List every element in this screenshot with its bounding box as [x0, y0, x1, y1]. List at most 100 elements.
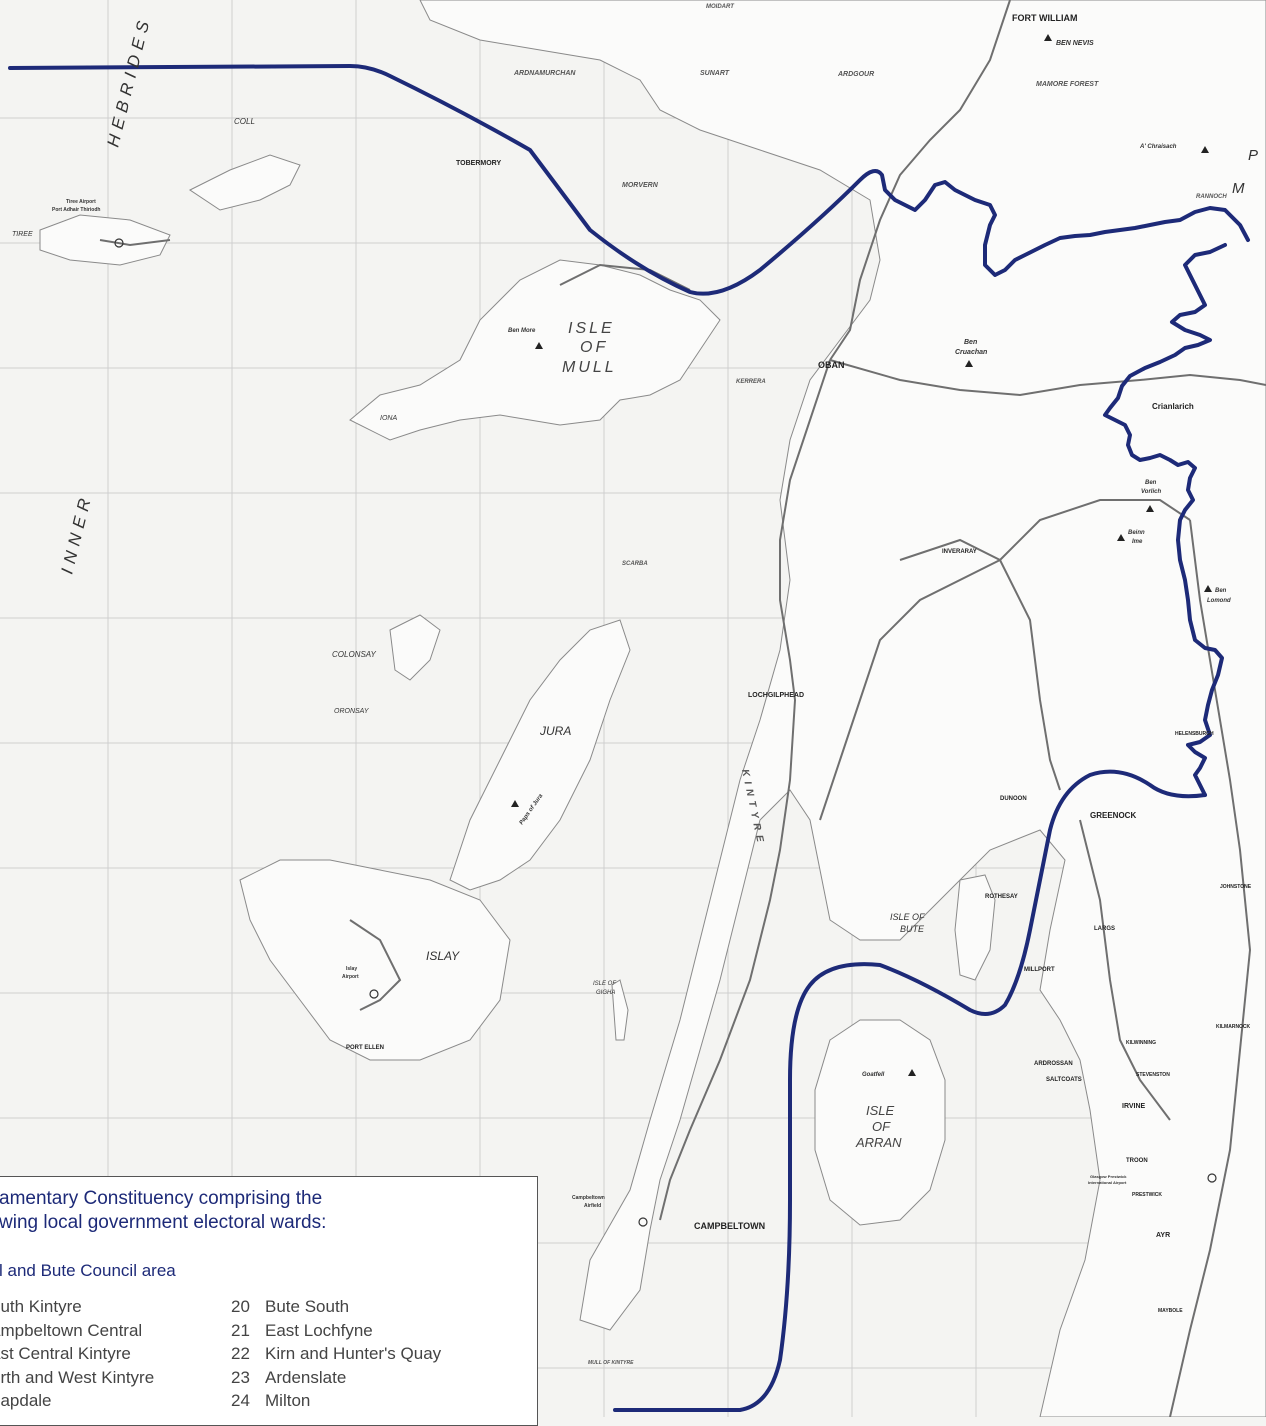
- airport-markers: [114, 238, 1217, 1227]
- legend-title-line-1: amentary Constituency comprising the: [0, 1188, 323, 1209]
- legend-box: amentary Constituency comprising the win…: [0, 1176, 538, 1426]
- island-label-mull-3: MULL: [562, 359, 617, 376]
- ward-number: 20: [231, 1297, 250, 1316]
- town-label-crianlarich: Crianlarich: [1152, 402, 1194, 411]
- airport-icon: [638, 1217, 648, 1227]
- legend-title-line-2: wing local government electoral wards:: [0, 1212, 327, 1233]
- land-masses: [39, 0, 1266, 1417]
- isle-of-jura: [449, 619, 631, 891]
- airport-label-campbeltown-2: Airfield: [584, 1203, 601, 1209]
- airport-label-islay-1: Islay: [346, 966, 357, 972]
- town-label-saltcoats: SALTCOATS: [1046, 1077, 1082, 1083]
- peak-icon: [1204, 585, 1212, 592]
- town-label-irvine: IRVINE: [1122, 1103, 1146, 1110]
- island-label-gigha-1: ISLE OF: [593, 981, 616, 987]
- island-label-bute-1: ISLE OF: [890, 912, 925, 922]
- peak-icon: [965, 360, 973, 367]
- town-label-fort-william: FORT WILLIAM: [1012, 13, 1077, 23]
- ward-list-left: outh Kintyre ampbeltown Central ast Cent…: [0, 1295, 154, 1413]
- isle-of-coll: [189, 154, 301, 211]
- ward-item: 24 Milton: [231, 1389, 441, 1413]
- island-label-iona: IONA: [380, 415, 397, 422]
- town-label-oban: OBAN: [818, 360, 845, 370]
- isle-of-bute: [954, 874, 996, 981]
- town-label-johnstone: JOHNSTONE: [1220, 884, 1252, 890]
- peak-label-ben-nevis: BEN NEVIS: [1056, 40, 1094, 47]
- island-label-gigha-2: GIGHA: [596, 990, 615, 996]
- peak-label-ben-lomond-2: Lomond: [1207, 598, 1231, 604]
- airport-label-prestwick-1: Glasgow Prestwick: [1090, 1174, 1127, 1179]
- ward-name: ast Central Kintyre: [0, 1344, 131, 1363]
- peak-icon: [1201, 146, 1209, 153]
- ward-item: ast Central Kintyre: [0, 1342, 154, 1366]
- airport-label-tiree-1: Tiree Airport: [66, 199, 96, 205]
- town-label-ardrossan: ARDROSSAN: [1034, 1061, 1073, 1067]
- island-label-colonsay: COLONSAY: [332, 650, 377, 659]
- airport-label-islay-2: Airport: [342, 974, 359, 980]
- ward-name: Milton: [265, 1391, 311, 1410]
- ward-number: 23: [231, 1367, 250, 1387]
- ward-item: ampbeltown Central: [0, 1319, 154, 1343]
- ward-item: napdale: [0, 1389, 154, 1413]
- peak-label-beinn-ime-2: Ime: [1132, 539, 1143, 545]
- island-label-coll: COLL: [234, 117, 255, 126]
- airport-label-tiree-2: Port Adhair Thiriodh: [52, 207, 100, 213]
- island-label-arran-3: ARRAN: [855, 1135, 902, 1150]
- ward-name: orth and West Kintyre: [0, 1367, 155, 1387]
- ward-item: 22 Kirn and Hunter's Quay: [231, 1342, 441, 1366]
- ward-number: 24: [231, 1391, 250, 1410]
- town-label-port-ellen: PORT ELLEN: [346, 1045, 384, 1051]
- ward-name: Kirn and Hunter's Quay: [265, 1344, 442, 1363]
- town-label-kilwinning: KILWINNING: [1126, 1040, 1156, 1046]
- town-label-troon: TROON: [1126, 1158, 1148, 1164]
- peak-icon: [1146, 505, 1154, 512]
- isle-of-gigha: [611, 979, 629, 1041]
- peak-label-ben-more: Ben More: [508, 328, 536, 334]
- edge-letter-p: P: [1248, 147, 1258, 164]
- airport-label-campbeltown-1: Campbeltown: [572, 1195, 605, 1201]
- peak-icon: [511, 800, 519, 807]
- island-label-bute-2: BUTE: [900, 924, 925, 934]
- island-label-arran-1: ISLE: [866, 1103, 895, 1118]
- town-label-kilmarnock: KILMARNOCK: [1216, 1024, 1251, 1030]
- town-label-stevenston: STEVENSTON: [1136, 1072, 1170, 1078]
- ward-number: 21: [231, 1320, 250, 1340]
- area-label-sunart: SUNART: [700, 70, 730, 77]
- edge-letter-m: M: [1232, 180, 1245, 197]
- isle-of-colonsay: [389, 614, 441, 681]
- ward-item: 21 East Lochfyne: [231, 1319, 441, 1343]
- peak-label-a-chraileag: A' Chraisach: [1139, 144, 1177, 150]
- peak-label-beinn-ime-1: Beinn: [1128, 530, 1145, 536]
- island-label-tiree: TIREE: [12, 231, 33, 238]
- peak-label-ben-vorlich-2: Vorlich: [1141, 489, 1161, 495]
- peak-label-ben-cruachan-2: Cruachan: [955, 349, 987, 356]
- peak-markers: [511, 34, 1212, 1076]
- island-label-mull-2: OF: [580, 339, 608, 356]
- peak-label-ben-lomond-1: Ben: [1215, 588, 1227, 594]
- ward-name: outh Kintyre: [0, 1297, 82, 1316]
- constituency-boundary: [8, 64, 1250, 1412]
- ward-number: 22: [231, 1344, 250, 1363]
- peak-label-goatfell: Goatfell: [862, 1072, 885, 1078]
- area-label-morvern: MORVERN: [622, 182, 659, 189]
- area-label-mamore-forest: MAMORE FOREST: [1036, 81, 1099, 88]
- airport-icon: [114, 238, 124, 248]
- sea-label-hebrides: HEBRIDES: [103, 13, 154, 149]
- sea-label-inner: INNER: [57, 491, 95, 576]
- island-label-islay: ISLAY: [426, 949, 460, 963]
- peak-label-ben-vorlich-1: Ben: [1145, 480, 1157, 486]
- area-label-ardgour: ARDGOUR: [837, 71, 874, 78]
- area-label-scarba: SCARBA: [622, 561, 648, 567]
- town-label-prestwick: PRESTWICK: [1132, 1192, 1162, 1198]
- peak-icon: [535, 342, 543, 349]
- island-label-mull-1: ISLE: [568, 320, 615, 337]
- airport-label-prestwick-2: International Airport: [1088, 1180, 1127, 1185]
- ward-name: East Lochfyne: [265, 1320, 373, 1340]
- town-label-ayr: AYR: [1156, 1232, 1170, 1239]
- boundary-north-sea-line: [8, 64, 1250, 296]
- town-label-dunoon: DUNOON: [1000, 796, 1027, 802]
